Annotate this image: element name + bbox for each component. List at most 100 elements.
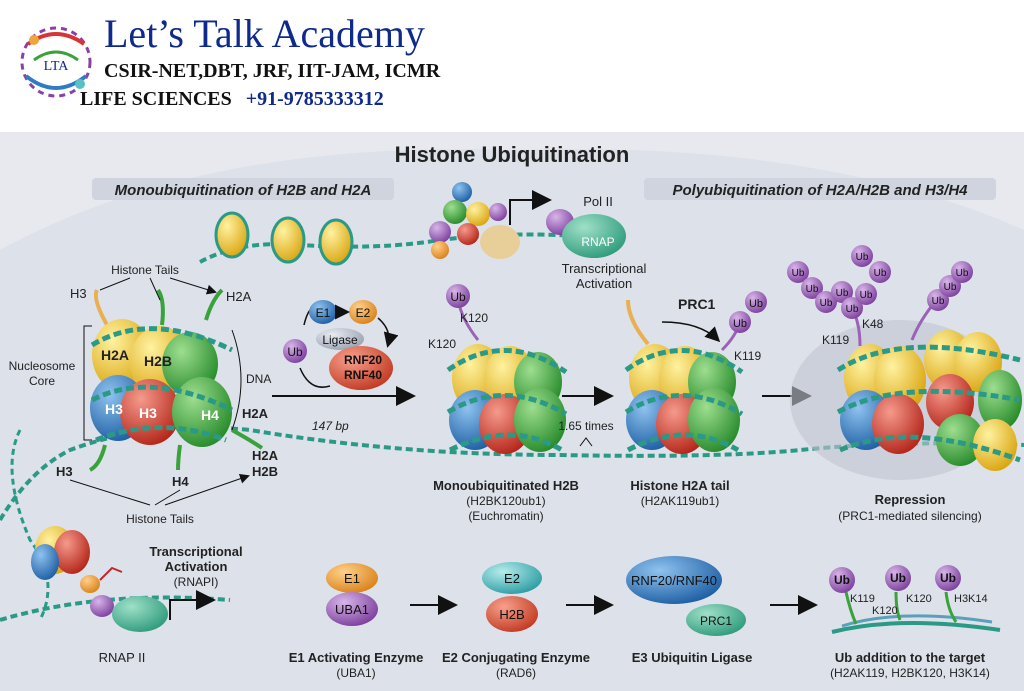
tail-h2a-bottom: H2A — [252, 448, 279, 463]
brand-subject-text: LIFE SCIENCES — [80, 88, 232, 110]
target-ub-3: Ub — [940, 571, 956, 585]
cascade-prc1: PRC1 — [700, 614, 732, 628]
cascade-e2-label: E2 — [504, 571, 520, 586]
target-ub-1: Ub — [834, 573, 850, 587]
nucleosome-core-model: H2A H2B H3 H3 H4 — [88, 288, 264, 472]
e2-caption-2: (RAD6) — [496, 666, 536, 680]
poly-ub-9: Ub — [932, 296, 945, 307]
poly-ub-3: Ub — [820, 298, 833, 309]
pol-ii-caption-1: Transcriptional — [562, 261, 647, 276]
target-caption: Ub addition to the target — [835, 650, 986, 665]
cascade-e1: E1 UBA1 — [326, 563, 378, 626]
core-h4: H4 — [201, 407, 219, 423]
rnap-label: RNAP — [581, 235, 614, 249]
e1-caption: E1 Activating Enzyme — [289, 650, 424, 665]
poly-ub-5: Ub — [846, 304, 859, 315]
right-section-banner — [644, 178, 996, 200]
cascade-e3-label: RNF20/RNF40 — [631, 573, 717, 588]
target-k120-b: K120 — [906, 593, 932, 605]
cycle-e1: E1 — [316, 306, 331, 320]
e1-caption-2: (UBA1) — [336, 666, 375, 680]
times-label: 1.65 times — [558, 419, 613, 433]
histone-tails-top: Histone Tails — [111, 263, 179, 277]
poly-ub-6: Ub — [860, 290, 873, 301]
h2a-caption-title: Histone H2A tail — [630, 478, 729, 493]
poly-ub-8: Ub — [856, 252, 869, 263]
brand-exams: CSIR-NET,DBT, JRF, IIT-JAM, ICMR — [104, 60, 441, 82]
poly-caption-title: Repression — [875, 492, 946, 507]
core-h3-blue: H3 — [105, 401, 123, 417]
pol-ii-label: Pol II — [583, 194, 613, 209]
cascade-e1-label: E1 — [344, 571, 360, 586]
cycle-rnf40: RNF40 — [344, 368, 382, 382]
poly-ub-1: Ub — [792, 268, 805, 279]
header: LTA Let’s Talk Academy CSIR-NET,DBT, JRF… — [0, 0, 1024, 132]
enzyme-cycle: E1 E2 Ligase RNF20 RNF40 Ub — [272, 300, 416, 406]
core-h2a: H2A — [101, 347, 129, 363]
cascade-e3: RNF20/RNF40 PRC1 — [626, 556, 746, 636]
mono-ub: Ub — [450, 290, 466, 304]
h2a-ub-2: Ub — [749, 298, 763, 310]
core-h3-red: H3 — [139, 405, 157, 421]
repression-chromatin — [790, 301, 1022, 480]
cascade-uba1: UBA1 — [335, 602, 369, 617]
nucleosome-core-label-2: Core — [29, 374, 55, 388]
prc1-label: PRC1 — [678, 296, 716, 312]
target-k120-a: K120 — [872, 605, 898, 617]
left-section-banner — [92, 178, 394, 200]
tail-h2a-right: H2A — [242, 406, 269, 421]
pol-ii-complex: Pol II RNAP Transcriptional Activation — [429, 182, 646, 291]
pol-ii-caption-2: Activation — [576, 276, 632, 291]
left-section-label: Monoubiquitination of H2B and H2A — [115, 182, 372, 199]
dna-strand-left — [10, 429, 50, 621]
tail-h3-top: H3 — [70, 286, 87, 301]
poly-ub-2: Ub — [806, 284, 819, 295]
poly-ub-11: Ub — [956, 268, 969, 279]
brand-phone[interactable]: +91-9785333312 — [245, 88, 384, 110]
cycle-ub: Ub — [287, 345, 303, 359]
rnapii-title-2: Activation — [165, 559, 228, 574]
cycle-ligase: Ligase — [322, 333, 358, 347]
h2a-caption-line2: (H2AK119ub1) — [641, 494, 720, 508]
ub-chain-left: Ub Ub Ub Ub Ub Ub Ub Ub — [787, 245, 891, 319]
diagram-title: Histone Ubiquitination — [395, 142, 630, 167]
h2a-tail-nucleosome: Ub Ub PRC1 K119 — [624, 291, 767, 454]
target-caption-2: (H2AK119, H2BK120, H3K14) — [830, 666, 990, 680]
mono-k120-left: K120 — [428, 337, 456, 351]
target-h3k14: H3K14 — [954, 593, 988, 605]
brand-name: Let’s Talk Academy — [104, 11, 425, 56]
tail-h2b-bottom: H2B — [252, 464, 278, 479]
poly-caption-line2: (PRC1-mediated silencing) — [838, 509, 981, 523]
mono-caption-line2: (H2BK120ub1) — [466, 494, 545, 508]
academy-logo-icon: LTA — [20, 26, 92, 98]
bp-label: 147 bp — [312, 419, 349, 433]
e3-caption: E3 Ubiquitin Ligase — [632, 650, 753, 665]
poly-ub-4: Ub — [836, 288, 849, 299]
tail-h4-bottom: H4 — [172, 474, 189, 489]
mono-caption-title: Monoubiquitinated H2B — [433, 478, 579, 493]
chromatin-fiber — [214, 211, 354, 266]
mono-ub-nucleosome: Ub K120 K120 — [428, 284, 568, 454]
core-h2b: H2B — [144, 353, 172, 369]
nucleosome-core-label-1: Nucleosome — [9, 359, 76, 373]
rnapii-title-3: (RNAPI) — [174, 575, 219, 589]
cascade-h2b: H2B — [499, 607, 524, 622]
brand-subject: LIFE SCIENCES +91-9785333312 — [80, 88, 384, 111]
dna-strand-top — [199, 232, 601, 264]
rnapii-title-1: Transcriptional — [149, 544, 242, 559]
e2-caption: E2 Conjugating Enzyme — [442, 650, 590, 665]
logo-text: LTA — [44, 59, 70, 74]
poly-k48: K48 — [862, 317, 884, 331]
h2a-ub-1: Ub — [733, 318, 747, 330]
poly-k119: K119 — [822, 333, 849, 347]
poly-ub-10: Ub — [944, 282, 957, 293]
tail-h3-bottom: H3 — [56, 464, 73, 479]
cycle-e2: E2 — [356, 306, 371, 320]
tail-h2a-top: H2A — [226, 289, 252, 304]
cascade-e2: E2 H2B — [482, 562, 542, 632]
histone-tails-bottom: Histone Tails — [126, 512, 194, 526]
dna-label: DNA — [246, 372, 271, 386]
mono-k120-top: K120 — [460, 311, 488, 325]
target-ub-2: Ub — [890, 571, 906, 585]
ub-chain-right: Ub Ub Ub — [927, 261, 973, 311]
